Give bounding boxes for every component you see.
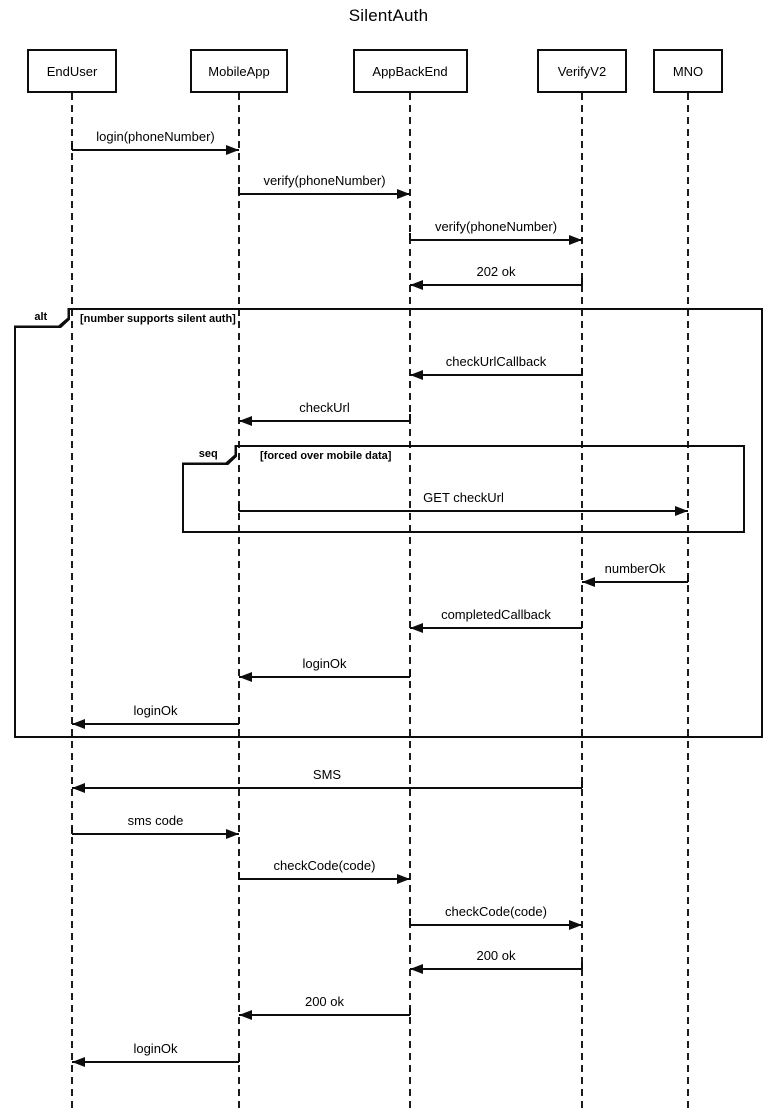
message-label: loginOk [302, 656, 347, 671]
message-source-tick [581, 962, 583, 969]
diagram-title: SilentAuth [348, 6, 429, 25]
message-line [410, 968, 582, 970]
message-label: loginOk [133, 1041, 178, 1056]
message-arrowhead-icon [239, 416, 252, 426]
message-line [410, 284, 582, 286]
message-source-tick [238, 187, 240, 194]
message-line [239, 1014, 410, 1016]
message-line [72, 833, 239, 835]
message-arrowhead-icon [410, 280, 423, 290]
message-source-tick [409, 918, 411, 925]
message-arrowhead-icon [397, 874, 410, 884]
message-source-tick [71, 143, 73, 150]
message-label: 200 ok [304, 994, 345, 1009]
message-line [239, 193, 410, 195]
message-line [72, 787, 582, 789]
message-source-tick [581, 368, 583, 375]
message-label: 202 ok [476, 264, 516, 279]
message-line [410, 627, 582, 629]
message-label: sms code [127, 813, 184, 828]
message-line [72, 149, 239, 151]
frame-condition-label: [number supports silent auth] [80, 313, 236, 325]
message-source-tick [409, 233, 411, 240]
message-line [72, 723, 239, 725]
message-source-tick [581, 278, 583, 285]
message-source-tick [238, 504, 240, 511]
message-arrowhead-icon [569, 235, 582, 245]
frame-operator-label: seq [182, 445, 235, 463]
message-label: 200 ok [476, 948, 516, 963]
message-line [410, 239, 582, 241]
message-source-tick [238, 872, 240, 879]
participant-label: MNO [672, 63, 704, 79]
message-arrowhead-icon [239, 672, 252, 682]
message-label: GET checkUrl [423, 490, 504, 505]
message-label: verify(phoneNumber) [263, 173, 386, 188]
participant-mobileapp: MobileApp [190, 49, 288, 93]
participant-label: EndUser [46, 63, 98, 79]
message-line [582, 581, 688, 583]
message-line [239, 676, 410, 678]
lifeline-mobileapp [238, 93, 240, 1113]
participant-label: AppBackEnd [372, 63, 448, 79]
message-line [239, 510, 688, 512]
message-arrowhead-icon [582, 577, 595, 587]
message-line [239, 878, 410, 880]
participant-enduser: EndUser [27, 49, 117, 93]
message-arrowhead-icon [569, 920, 582, 930]
frame-operator-pentagon: seq [182, 445, 237, 465]
message-arrowhead-icon [410, 370, 423, 380]
message-line [239, 420, 410, 422]
message-arrowhead-icon [226, 829, 239, 839]
message-line [410, 924, 582, 926]
message-source-tick [238, 717, 240, 724]
participant-label: MobileApp [208, 63, 270, 79]
message-arrowhead-icon [226, 145, 239, 155]
lifeline-mno [687, 93, 689, 1113]
message-source-tick [409, 414, 411, 421]
message-label: checkUrlCallback [445, 354, 547, 369]
message-label: verify(phoneNumber) [434, 219, 558, 234]
message-arrowhead-icon [239, 1010, 252, 1020]
participant-appbackend: AppBackEnd [352, 49, 468, 93]
lifeline-enduser [71, 93, 73, 1113]
message-source-tick [581, 621, 583, 628]
message-source-tick [409, 670, 411, 677]
message-arrowhead-icon [72, 783, 85, 793]
message-arrowhead-icon [675, 506, 688, 516]
message-arrowhead-icon [72, 1057, 85, 1067]
frame-operator-pentagon: alt [14, 308, 70, 328]
participant-label: VerifyV2 [557, 63, 607, 79]
message-label: checkUrl [299, 400, 350, 415]
lifeline-appbackend [409, 93, 411, 1113]
message-label: numberOk [604, 561, 666, 576]
message-source-tick [581, 781, 583, 788]
message-source-tick [71, 827, 73, 834]
message-label: checkCode(code) [445, 904, 547, 919]
message-label: login(phoneNumber) [96, 129, 215, 144]
message-line [72, 1061, 239, 1063]
message-line [410, 374, 582, 376]
frame-condition-label: [forced over mobile data] [260, 450, 392, 462]
frame-alt: alt [number supports silent auth] [14, 308, 763, 738]
frame-operator-label: alt [14, 308, 68, 326]
message-arrowhead-icon [72, 719, 85, 729]
message-label: loginOk [133, 703, 178, 718]
message-label: SMS [312, 767, 342, 782]
message-label: completedCallback [441, 607, 551, 622]
lifeline-verifyv2 [581, 93, 583, 1113]
message-arrowhead-icon [410, 964, 423, 974]
participant-verifyv2: VerifyV2 [537, 49, 627, 93]
message-arrowhead-icon [410, 623, 423, 633]
frame-seq: seq [forced over mobile data] [182, 445, 745, 533]
message-label: checkCode(code) [273, 858, 376, 873]
message-arrowhead-icon [397, 189, 410, 199]
message-source-tick [409, 1008, 411, 1015]
participant-mno: MNO [653, 49, 723, 93]
message-source-tick [238, 1055, 240, 1062]
message-source-tick [687, 575, 689, 582]
